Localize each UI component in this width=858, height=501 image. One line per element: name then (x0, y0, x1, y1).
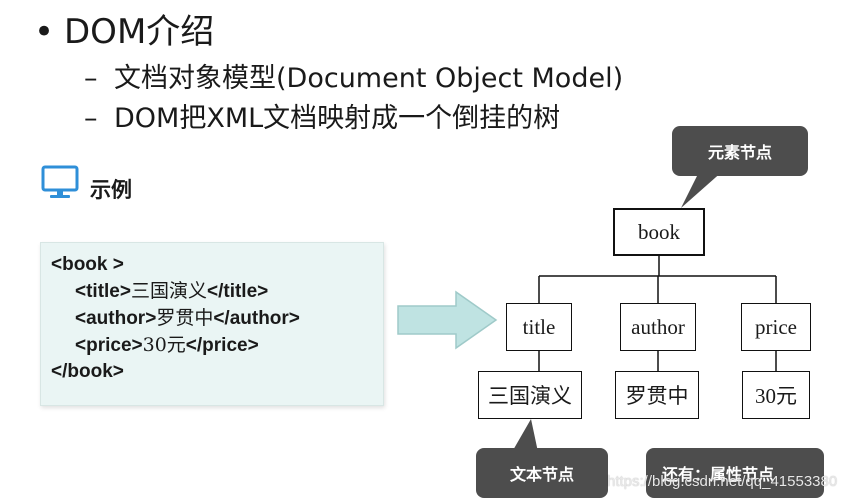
sub-point-text: DOM把XML文档映射成一个倒挂的树 (114, 103, 561, 134)
tree-node-title: title (506, 303, 572, 351)
tree-text-node-author: 罗贯中 (615, 371, 699, 419)
sub-point-2: –DOM把XML文档映射成一个倒挂的树 (84, 102, 560, 136)
tree-text-node-title: 三国演义 (478, 371, 582, 419)
tag-book-open: <book > (51, 254, 124, 275)
author-value: 罗贯中 (156, 307, 214, 329)
price-value: 30元 (142, 334, 186, 356)
bullet-symbol: • (34, 12, 55, 52)
tag-title-open: <title> (75, 281, 131, 302)
tree-text-node-price: 30元 (742, 371, 810, 419)
code-line: <price>30元</price> (51, 332, 383, 359)
callout-pointer-text (512, 419, 538, 452)
callout-element-node: 元素节点 (672, 126, 808, 176)
monitor-icon (41, 165, 79, 198)
tag-author-close: </author> (213, 308, 300, 329)
tree-node-price: price (741, 303, 811, 351)
tag-author-open: <author> (75, 308, 157, 329)
tag-price-open: <price> (75, 335, 143, 356)
code-line: </book> (51, 359, 383, 385)
tag-price-close: </price> (185, 335, 259, 356)
callout-pointer-element (681, 170, 724, 208)
heading-text: DOM介绍 (64, 12, 215, 52)
slide-heading: •DOM介绍 (34, 12, 214, 52)
sub-point-text: 文档对象模型(Document Object Model) (114, 63, 624, 94)
example-label: 示例 (90, 178, 132, 202)
title-value: 三国演义 (130, 280, 207, 302)
sub-point-1: –文档对象模型(Document Object Model) (84, 62, 623, 96)
xml-code-block: <book > <title>三国演义</title> <author>罗贯中<… (40, 242, 384, 406)
tag-title-close: </title> (207, 281, 269, 302)
dash-symbol: – (84, 103, 98, 134)
tree-node-author: author (620, 303, 696, 351)
tree-connectors (538, 256, 777, 371)
callout-text-node: 文本节点 (476, 448, 608, 498)
tree-node-book: book (613, 208, 705, 256)
callout-attribute-node: 还有：属性节点 (646, 448, 824, 498)
right-arrow-icon (397, 290, 498, 350)
code-line: <book > (51, 252, 383, 278)
dash-symbol: – (84, 63, 98, 94)
tag-book-close: </book> (51, 361, 124, 382)
watermark: https://blog.csdn.net/qq_41553380 (607, 473, 838, 490)
code-line: <title>三国演义</title> (51, 278, 383, 305)
code-line: <author>罗贯中</author> (51, 305, 383, 332)
